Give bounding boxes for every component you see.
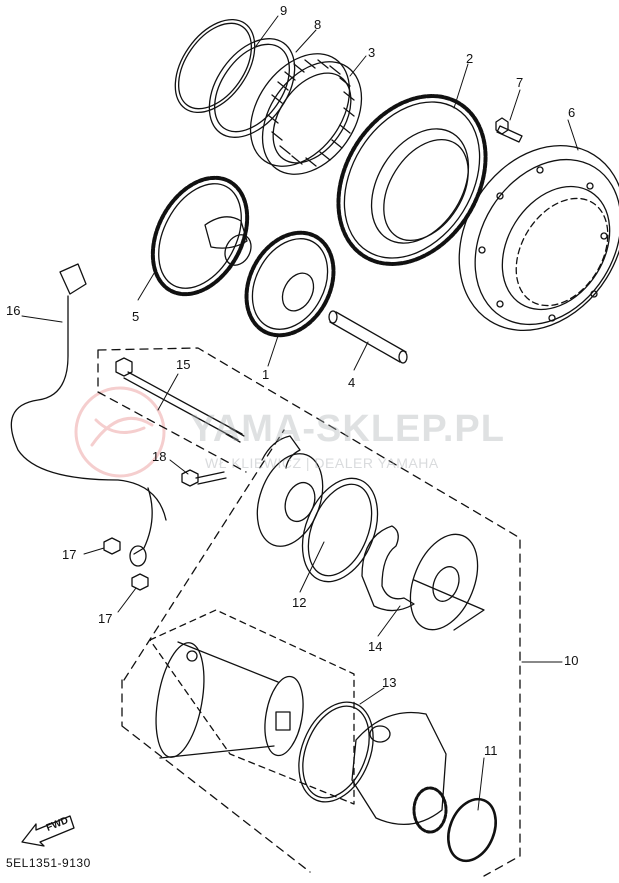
- part-8-washer: [208, 38, 296, 138]
- callout-13: 13: [382, 675, 397, 690]
- callout-11: 11: [484, 743, 498, 758]
- callout-leaders: [21, 15, 579, 811]
- starter-front-housing: [351, 711, 448, 834]
- callout-15: 15: [176, 357, 191, 372]
- callout-7: 7: [516, 75, 524, 90]
- part-17-nut: [103, 537, 149, 591]
- starter-motor-body: [149, 609, 355, 805]
- part-18-bolt: [181, 469, 227, 487]
- callout-12: 12: [292, 595, 307, 610]
- callout-2: 2: [466, 51, 474, 66]
- part-4-shaft: [328, 310, 408, 364]
- callout-1: 1: [262, 367, 270, 382]
- part-15-bolt: [115, 357, 245, 443]
- callout-14: 14: [368, 639, 383, 654]
- part-7-bolt: [495, 117, 523, 143]
- callout-5: 5: [132, 309, 140, 324]
- part-1-gear: [244, 230, 336, 338]
- part-code: 5EL1351-9130: [6, 856, 91, 870]
- callout-4: 4: [348, 375, 356, 390]
- callout-17a: 17: [62, 547, 77, 562]
- callout-6: 6: [568, 105, 576, 120]
- watermark-logo-icon: [74, 386, 166, 478]
- callout-3: 3: [368, 45, 376, 60]
- part-9-circlip: [174, 18, 256, 114]
- part-5-gear: [150, 175, 252, 297]
- callout-10: 10: [564, 653, 579, 668]
- callout-17b: 17: [98, 611, 113, 626]
- part-11-o-ring: [447, 797, 497, 863]
- fwd-arrow-icon: [21, 815, 75, 847]
- callout-18: 18: [152, 449, 167, 464]
- assembly-10-outline: [97, 347, 521, 877]
- part-14-brush-holder: [361, 525, 485, 631]
- part-6-housing: [458, 144, 619, 332]
- callout-8: 8: [314, 17, 322, 32]
- part-3-bearing: [249, 53, 363, 175]
- part-16-lead-wire: [10, 263, 167, 567]
- watermark-brand: YAMA-SKLEP.PL: [190, 408, 505, 450]
- part-2-gear: [336, 94, 488, 266]
- part-12-cover: [256, 435, 379, 583]
- callout-9: 9: [280, 3, 288, 18]
- watermark-subtitle: WŁ KLIEWICZ | DEALER YAMAHA: [205, 455, 439, 471]
- part-13-o-ring: [298, 701, 374, 803]
- callout-16: 16: [6, 303, 21, 318]
